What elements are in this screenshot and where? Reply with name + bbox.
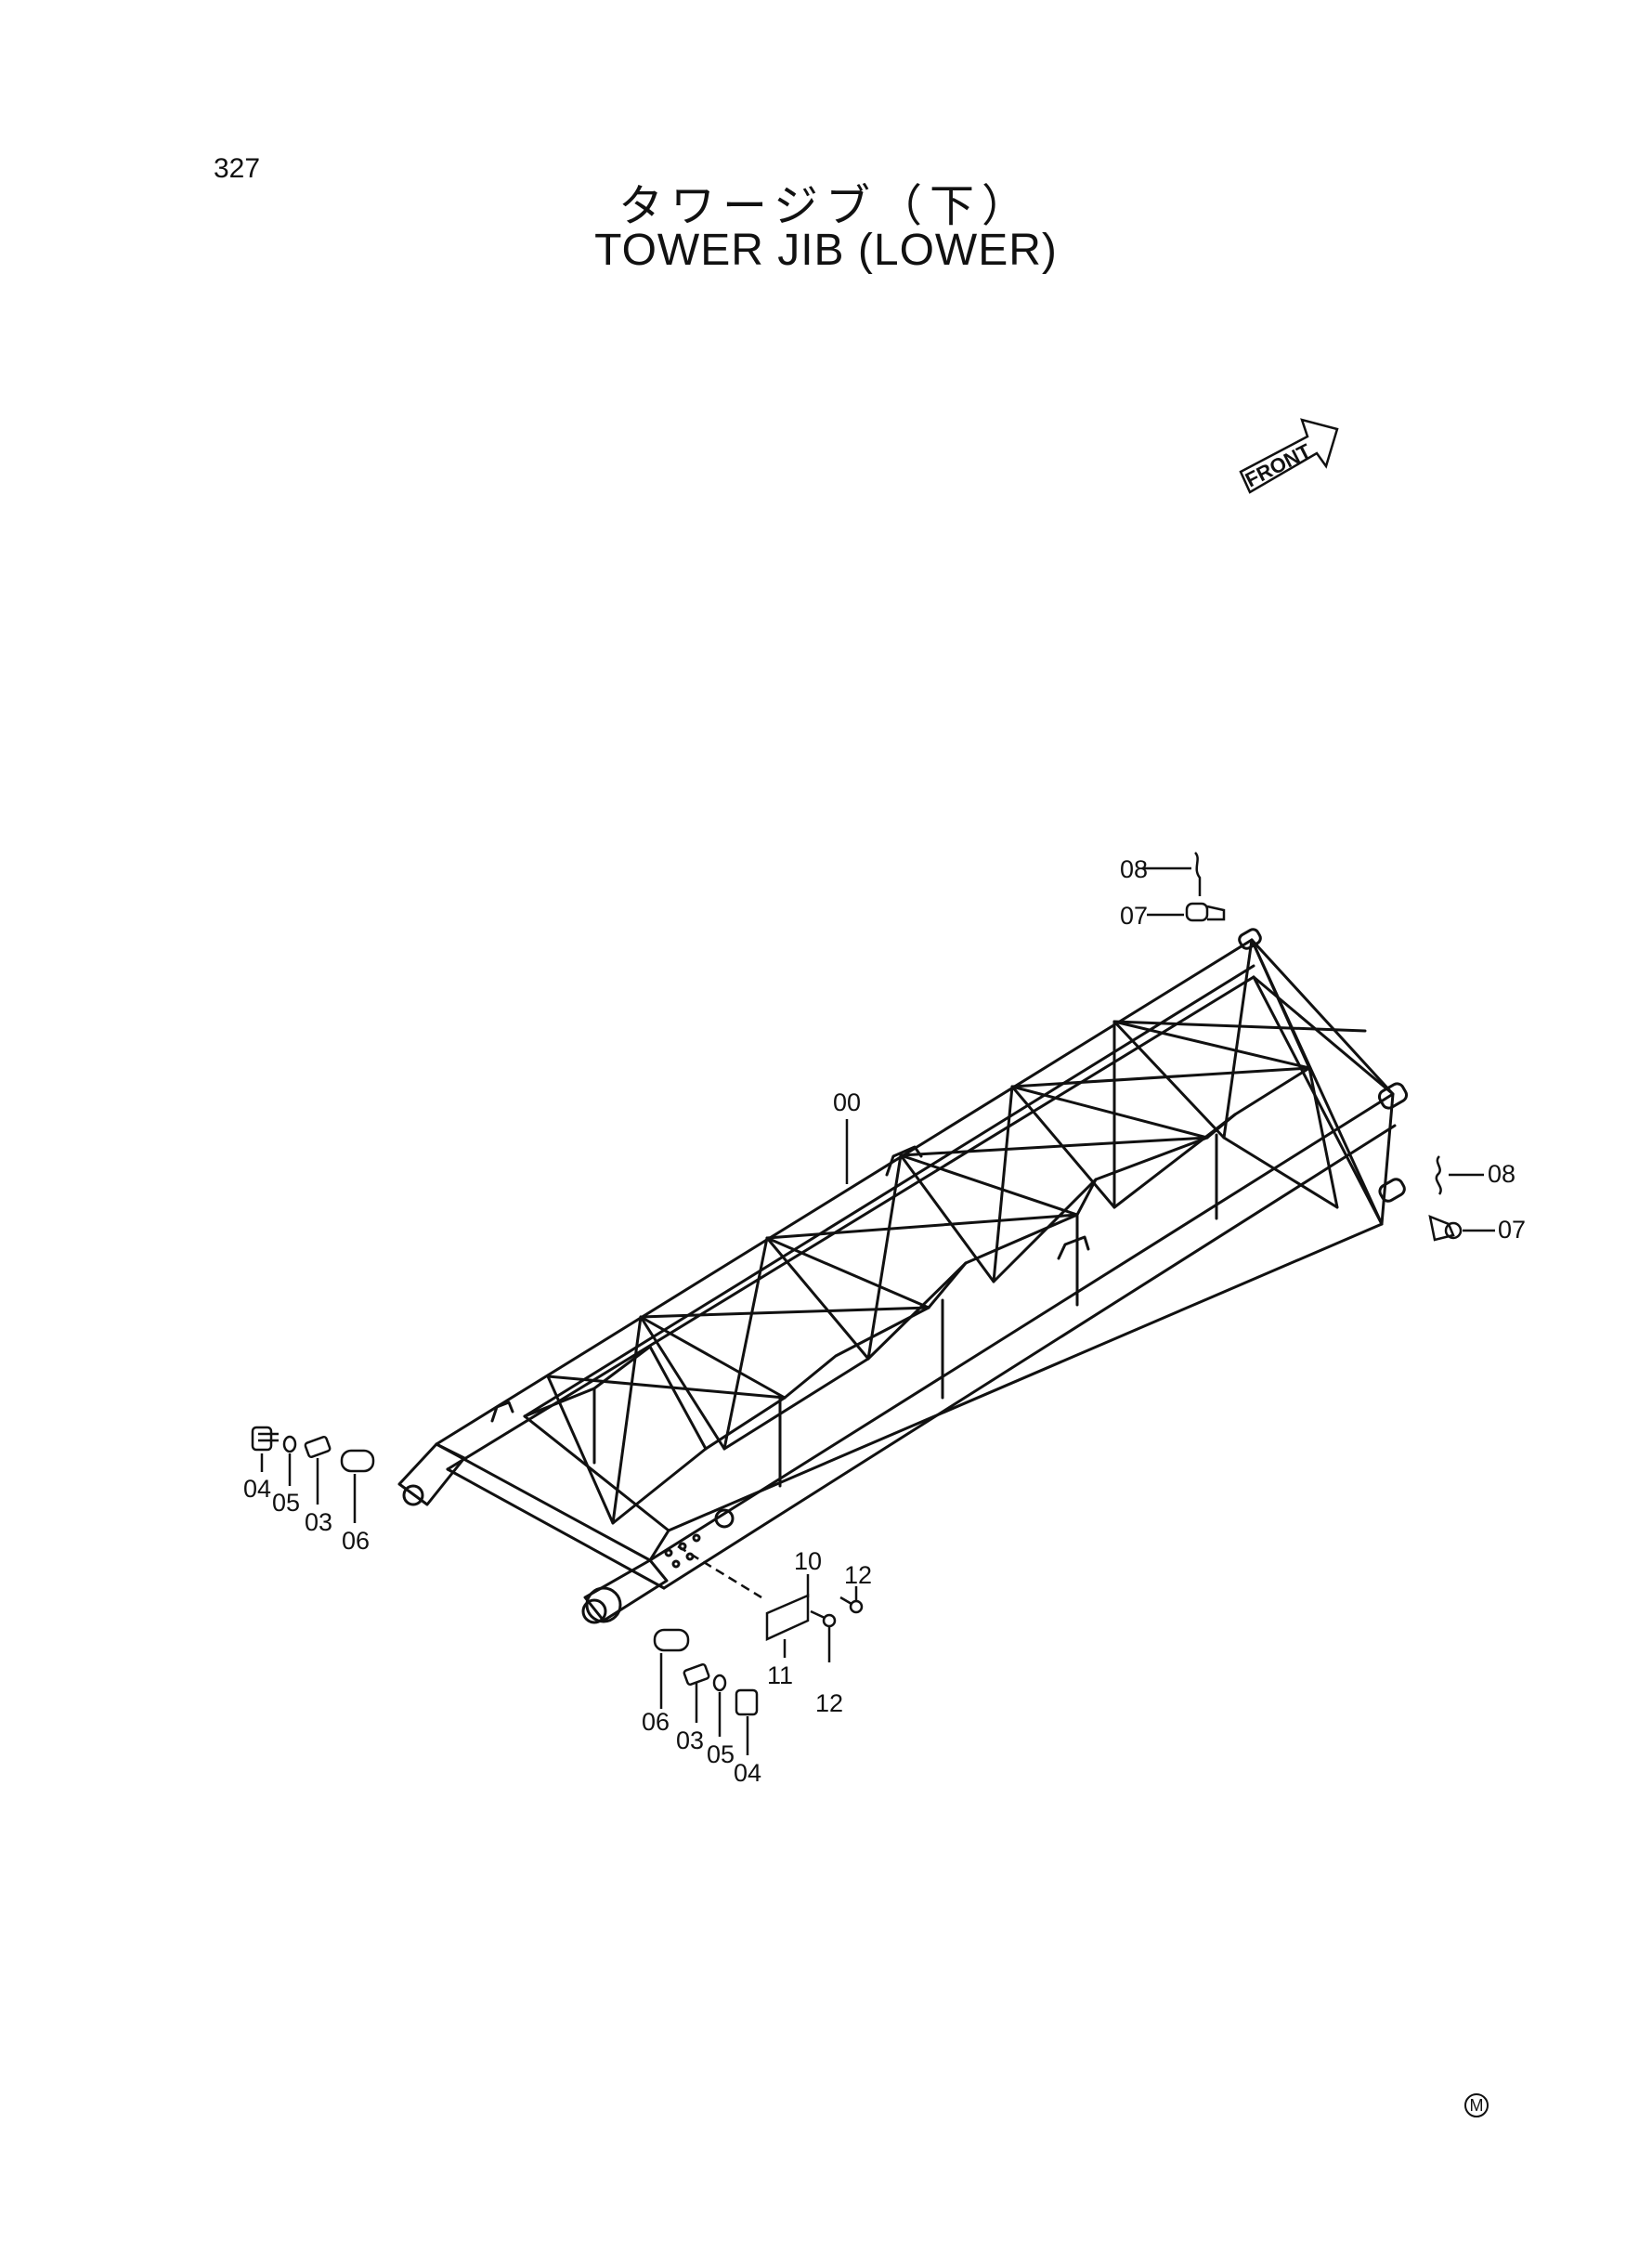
page-number: 327 (214, 153, 261, 184)
callout-07-top: 07 (1120, 902, 1148, 930)
title-japanese: タワージブ（下） (618, 180, 1034, 232)
callout-06-bottom: 06 (642, 1708, 670, 1736)
callout-05-left: 05 (272, 1489, 300, 1517)
callout-10: 10 (794, 1547, 822, 1575)
callout-07-right: 07 (1498, 1216, 1526, 1244)
callout-12-b: 12 (815, 1689, 843, 1717)
callout-03-left: 03 (305, 1508, 332, 1536)
callout-05-bottom: 05 (707, 1740, 735, 1768)
callout-03-bottom: 03 (676, 1726, 704, 1754)
front-label: FRONT (1242, 439, 1315, 492)
corner-mark-letter: M (1470, 2096, 1484, 2115)
bottom-fastener-group (653, 1628, 759, 1755)
callout-06-left: 06 (342, 1527, 370, 1555)
left-fastener-group (251, 1426, 375, 1523)
corner-mark: M (1464, 2093, 1489, 2117)
callout-04-bottom: 04 (734, 1759, 761, 1787)
callout-04-left: 04 (243, 1475, 271, 1503)
front-arrow-icon: FRONT (1239, 418, 1339, 494)
callout-08-right: 08 (1488, 1160, 1515, 1188)
callout-00: 00 (833, 1088, 861, 1116)
plate-screw-group (677, 1544, 864, 1662)
callout-12-a: 12 (844, 1561, 872, 1589)
callout-11: 11 (767, 1661, 793, 1689)
title-english: TOWER JIB (LOWER) (594, 226, 1058, 275)
right-pin-assembly (1428, 1155, 1495, 1242)
callout-08-top: 08 (1120, 855, 1148, 883)
top-pin-assembly (1142, 852, 1226, 922)
tower-jib-frame (397, 928, 1409, 1624)
